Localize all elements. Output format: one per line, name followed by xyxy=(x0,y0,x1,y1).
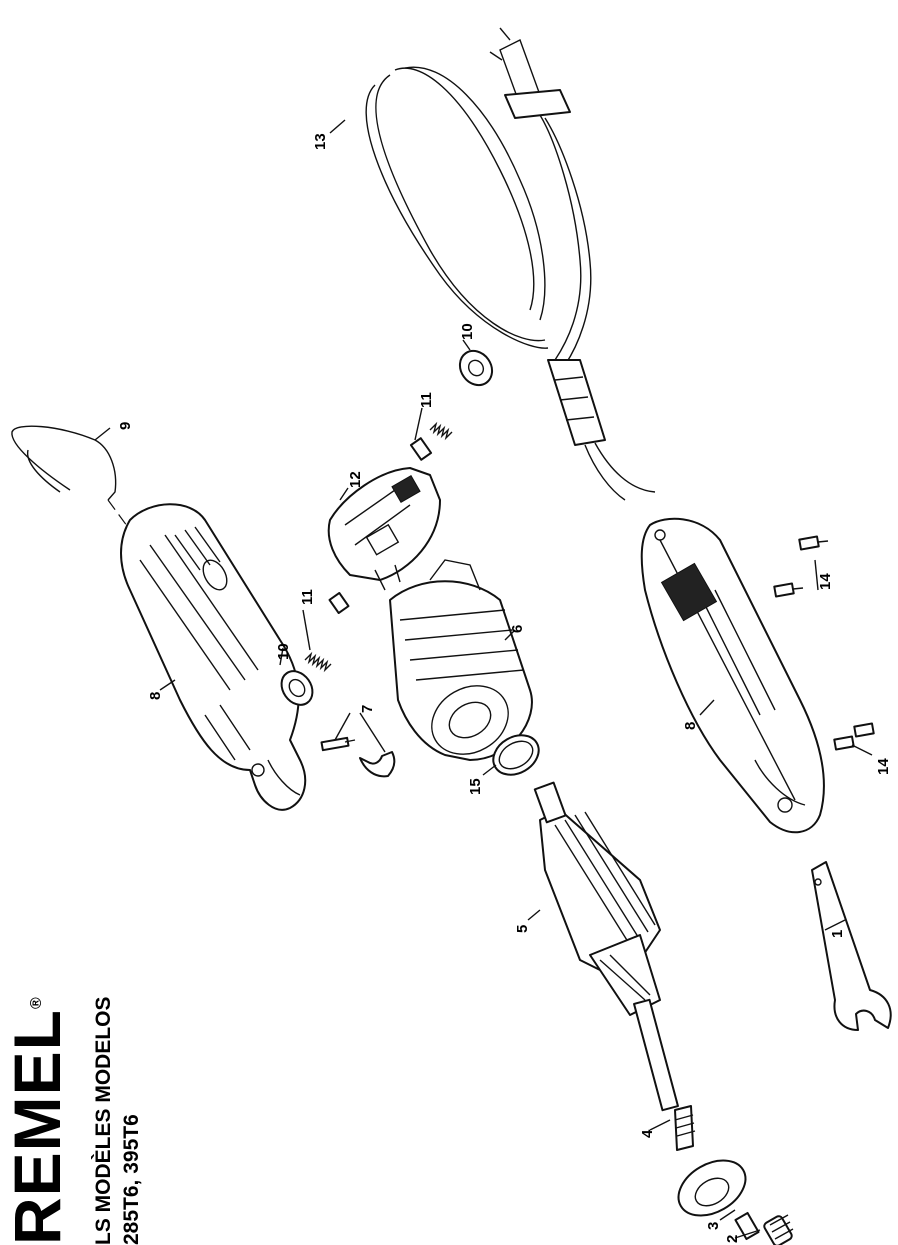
callout-10-left: 10 xyxy=(275,643,292,660)
callout-7: 7 xyxy=(359,705,376,713)
callout-8-lower: 8 xyxy=(682,722,699,730)
housing-lower-part xyxy=(640,517,825,834)
callout-15: 15 xyxy=(467,778,484,795)
models-line: LS MODÈLES MODELOS xyxy=(92,996,115,1245)
hanger-hook-part xyxy=(11,425,131,531)
housing-upper-part xyxy=(120,503,307,811)
wrench-part xyxy=(811,861,892,1031)
callout-13: 13 xyxy=(312,133,329,150)
callout-14-upper: 14 xyxy=(817,573,834,590)
callout-4: 4 xyxy=(639,1129,656,1138)
brush-cap-right-part xyxy=(458,349,494,387)
callout-11-left: 11 xyxy=(299,589,316,605)
brush-spring-left-part xyxy=(304,592,350,673)
bearing-ring-part xyxy=(492,734,540,776)
model-numbers-text: 285T6, 395T6 xyxy=(120,1114,143,1245)
power-cord-part xyxy=(365,27,656,501)
callout-12: 12 xyxy=(347,471,364,488)
screw-and-clip-part xyxy=(320,736,396,778)
callout-9: 9 xyxy=(117,422,134,430)
callout-6: 6 xyxy=(509,625,526,633)
screws-part xyxy=(773,535,875,751)
brand-name: REMEL xyxy=(0,1009,74,1245)
model-numbers: 285T6, 395T6 xyxy=(120,1114,144,1245)
registered-mark: ® xyxy=(28,996,45,1009)
callout-labels: 1 2 3 4 5 6 7 8 8 9 10 10 11 11 12 13 14… xyxy=(117,133,892,1243)
callout-8-upper: 8 xyxy=(147,692,164,700)
brush-spring-right-part xyxy=(409,421,453,461)
callout-11-right: 11 xyxy=(418,392,435,408)
collet-nut-part xyxy=(763,1214,794,1245)
models-heading: LS MODÈLES MODELOS xyxy=(92,996,116,1245)
callout-3: 3 xyxy=(705,1222,722,1230)
callout-10-right: 10 xyxy=(459,323,476,340)
leader-lines xyxy=(94,119,873,1239)
brush-cap-left-part xyxy=(280,670,314,706)
brand-logo: REMEL® xyxy=(0,996,74,1245)
callout-1: 1 xyxy=(829,930,846,938)
bearing-retainer-part xyxy=(677,1159,747,1217)
field-stator-part xyxy=(389,559,533,761)
callout-2: 2 xyxy=(724,1235,741,1243)
callout-5: 5 xyxy=(514,925,531,933)
armature-part xyxy=(533,781,696,1151)
callout-14-lower: 14 xyxy=(875,758,892,775)
switch-assembly-part xyxy=(327,467,441,591)
